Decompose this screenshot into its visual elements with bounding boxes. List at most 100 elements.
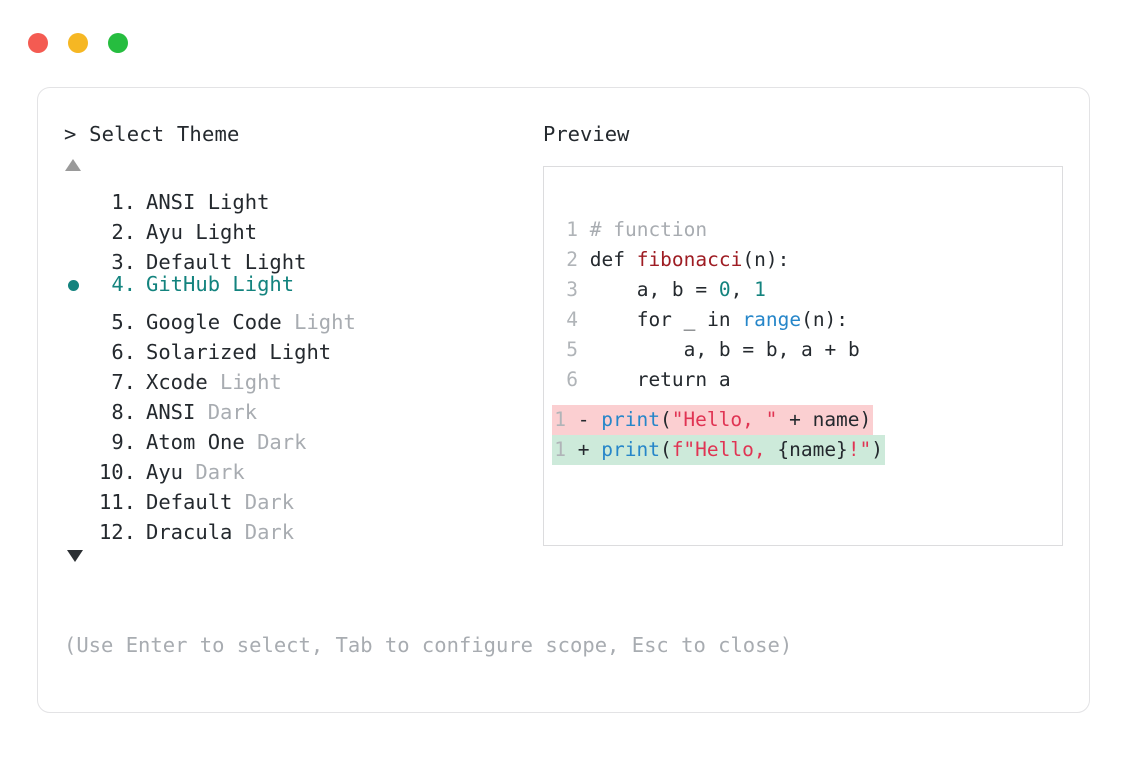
code-token: 0: [718, 278, 731, 301]
theme-item-name: Xcode: [146, 370, 208, 394]
theme-item-variant: Dark: [183, 460, 245, 484]
diff-token: (: [659, 408, 672, 431]
diff-token: print: [601, 408, 660, 431]
code-line-number: 2: [566, 248, 578, 271]
diff-token: {name}: [777, 438, 848, 461]
diff-token: !": [847, 438, 872, 461]
theme-item-index: 11.: [98, 490, 136, 514]
theme-list-item[interactable]: 3.Default Light: [64, 239, 524, 274]
code-line-number: 4: [566, 308, 578, 331]
theme-item-name: Solarized: [146, 340, 258, 364]
diff-line-number: 1: [554, 438, 566, 461]
theme-item-index: 3.: [111, 250, 136, 274]
theme-list-item[interactable]: 5. Google Code Light: [64, 299, 524, 334]
code-line: 5 a, b = b, a + b: [566, 335, 860, 365]
code-line: 3 a, b = 0, 1: [566, 275, 860, 305]
code-token: fibonacci: [636, 248, 743, 271]
code-line: 2 def fibonacci(n):: [566, 245, 860, 275]
code-line: 6 return a: [566, 365, 860, 395]
theme-list-item[interactable]: 2.Ayu Light: [64, 209, 524, 244]
theme-item-index: 5.: [111, 310, 136, 334]
code-token: # function: [578, 218, 708, 241]
theme-item-variant: Light: [257, 340, 332, 364]
theme-item-name: ANSI: [146, 400, 196, 424]
theme-item-index: 2.: [111, 220, 136, 244]
selection-bullet-icon: [68, 280, 79, 291]
close-dot[interactable]: [28, 33, 48, 53]
selection-bullet-slot: [64, 179, 90, 209]
selection-bullet-slot: [64, 479, 90, 509]
code-line-number: 5: [566, 338, 578, 361]
code-token: def: [578, 248, 637, 271]
theme-item-variant: Light: [281, 310, 356, 334]
theme-list-item[interactable]: 12. Dracula Dark: [64, 509, 524, 544]
diff-line-body: 1 - print("Hello, " + name): [552, 405, 874, 435]
code-token: for _ in: [578, 308, 743, 331]
code-line-number: 3: [566, 278, 578, 301]
theme-list-item[interactable]: 4.GitHub Light: [64, 269, 524, 299]
theme-list-item[interactable]: 9.Atom One Dark: [64, 419, 524, 454]
theme-item-variant: Dark: [232, 520, 295, 544]
code-token: 1: [754, 278, 766, 301]
selection-bullet-slot: [64, 299, 90, 329]
code-token: a, b = b, a + b: [578, 338, 860, 361]
selection-bullet-slot: [64, 209, 90, 239]
diff-token: ): [871, 438, 884, 461]
theme-item-variant: Dark: [195, 400, 258, 424]
diff-token: "Hello, ": [671, 408, 778, 431]
theme-item-index: 12.: [98, 520, 136, 544]
theme-list-item[interactable]: 11. Default Dark: [64, 479, 524, 514]
selection-bullet-slot: [64, 271, 90, 301]
diff-line-add: 1 + print(f"Hello, {name}!"): [552, 435, 886, 465]
code-token: range: [742, 308, 802, 331]
code-line: 4 for _ in range(n):: [566, 305, 860, 335]
code-token: return a: [578, 368, 731, 391]
theme-item-variant: Light: [183, 220, 258, 244]
theme-list-item[interactable]: 1.ANSI Light: [64, 179, 524, 214]
code-token: (n):: [801, 308, 849, 331]
theme-list-item[interactable]: 7.Xcode Light: [64, 359, 524, 394]
preview-label: Preview: [543, 122, 630, 146]
theme-list-item[interactable]: 10.Ayu Dark: [64, 449, 524, 484]
theme-item-name: Atom One: [146, 430, 245, 454]
diff-line-body: 1 + print(f"Hello, {name}!"): [552, 435, 886, 465]
diff-token: + name): [777, 408, 872, 431]
selection-bullet-slot: [64, 359, 90, 389]
theme-list-item[interactable]: 6. Solarized Light: [64, 329, 524, 364]
theme-item-name: Default: [146, 490, 233, 514]
code-token: ,: [730, 278, 755, 301]
triangle-down-icon[interactable]: [67, 550, 83, 562]
diff-line-number: 1: [554, 408, 566, 431]
theme-item-name: GitHub: [146, 272, 221, 296]
diff-sign: -: [566, 408, 602, 431]
theme-item-index: 4.: [111, 272, 136, 296]
theme-item-name: Google Code: [146, 310, 282, 334]
theme-item-variant: Dark: [244, 430, 307, 454]
selection-bullet-slot: [64, 239, 90, 269]
maximize-dot[interactable]: [108, 33, 128, 53]
code-line-number: 6: [566, 368, 578, 391]
diff-sample: 1 - print("Hello, " + name)1 + print(f"H…: [552, 405, 886, 465]
code-token: a, b =: [578, 278, 719, 301]
theme-item-index: 1.: [111, 190, 136, 214]
triangle-up-icon[interactable]: [65, 159, 81, 171]
theme-item-index: 6.: [111, 340, 136, 364]
minimize-dot[interactable]: [68, 33, 88, 53]
selection-bullet-slot: [64, 449, 90, 479]
theme-item-name: Ayu: [146, 460, 184, 484]
theme-item-name: Default: [146, 250, 233, 274]
diff-token: (: [659, 438, 672, 461]
selection-bullet-slot: [64, 509, 90, 539]
diff-token: f"Hello,: [671, 438, 778, 461]
selection-bullet-slot: [64, 329, 90, 359]
help-hint: (Use Enter to select, Tab to configure s…: [64, 633, 793, 657]
theme-list-item[interactable]: 8.ANSI Dark: [64, 389, 524, 424]
theme-item-variant: Dark: [232, 490, 295, 514]
diff-line-remove: 1 - print("Hello, " + name): [552, 405, 885, 435]
theme-item-name: Dracula: [146, 520, 233, 544]
